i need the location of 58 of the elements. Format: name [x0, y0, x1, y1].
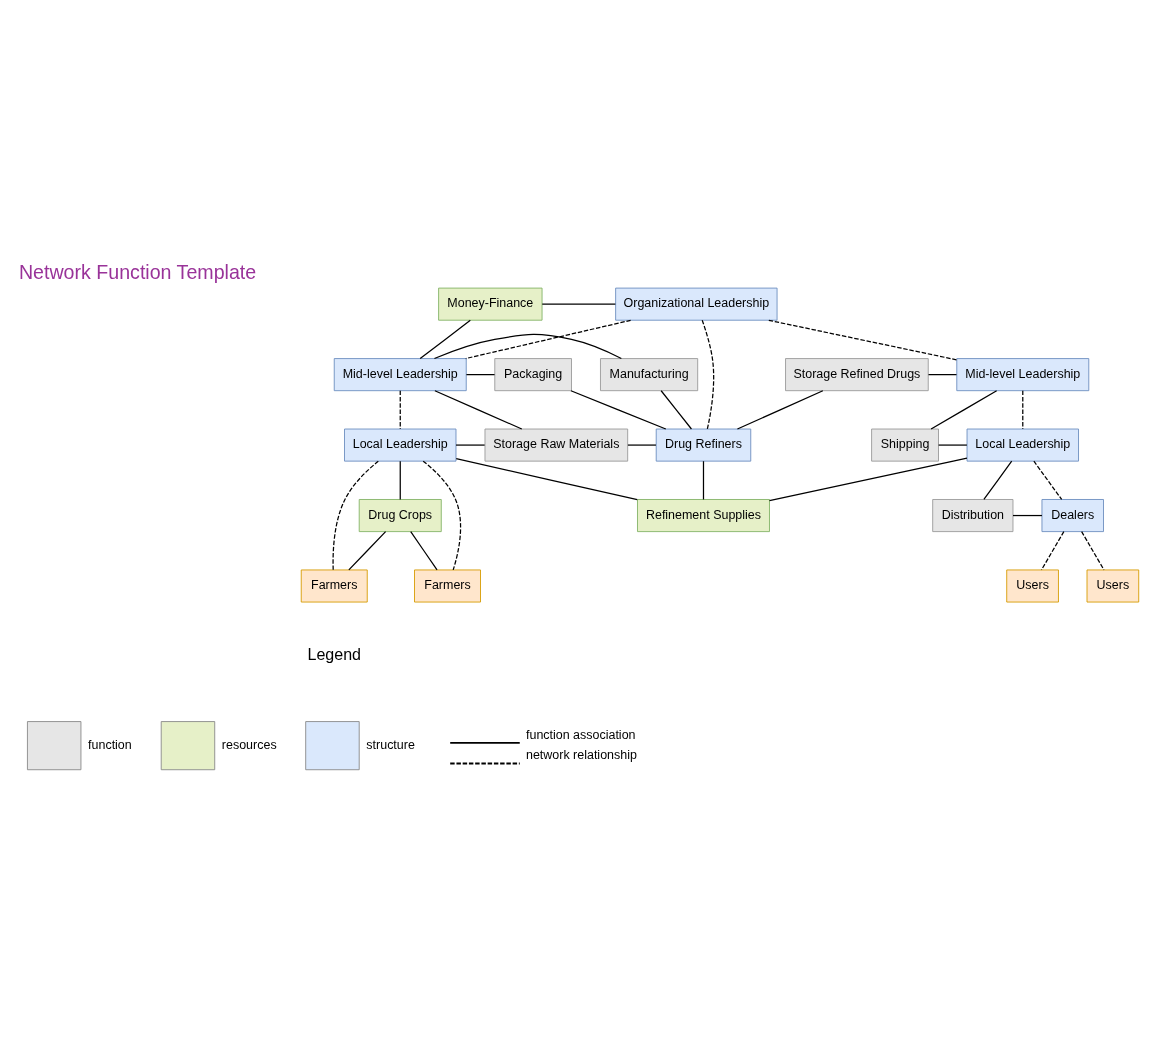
connector [399, 460, 401, 501]
label: Legend [307, 645, 362, 664]
node-box: Refinement Supplies [637, 499, 770, 533]
node-box: Storage Refined Drugs [785, 358, 929, 392]
connector [1033, 460, 1063, 501]
node-box: Farmers [300, 569, 368, 603]
connector [927, 374, 958, 376]
node-box: Distribution [932, 499, 1014, 533]
node-box: Drug Crops [358, 499, 442, 533]
connector [455, 458, 638, 501]
connector [1081, 531, 1105, 571]
connector [1022, 390, 1024, 430]
connector [455, 444, 486, 446]
connector [433, 333, 622, 360]
connector [983, 460, 1013, 501]
node-box: Storage Raw Materials [484, 428, 629, 462]
node-box: Packaging [494, 358, 572, 392]
connector [434, 390, 523, 430]
connector [660, 390, 693, 430]
connector [768, 457, 968, 502]
connector [701, 319, 715, 430]
legend-label: function [88, 737, 132, 752]
connector [1040, 531, 1065, 571]
connector [702, 460, 705, 501]
connector [465, 374, 496, 376]
connector [1012, 514, 1043, 517]
diagram-title: Network Function Template [18, 260, 257, 283]
node-box: Local Leadership [966, 428, 1079, 462]
node-box: Dealers [1041, 499, 1104, 533]
connector [348, 531, 387, 571]
connector [627, 444, 657, 446]
connector [736, 390, 824, 430]
node-box: Organizational Leadership [615, 287, 778, 321]
connector [332, 460, 379, 571]
connector [399, 390, 401, 430]
connector [570, 390, 667, 430]
node-box: Local Leadership [344, 428, 457, 462]
node-box: Shipping [871, 428, 939, 462]
connector [938, 444, 968, 446]
node-box: Mid-level Leadership [956, 358, 1090, 392]
node-box: Users [1086, 569, 1140, 603]
connector [410, 531, 438, 571]
legend-label: function association [526, 727, 636, 742]
legend-label: resources [221, 737, 277, 752]
node-box: Money-Finance [438, 287, 543, 321]
node-box: Users [1006, 569, 1059, 603]
legend-label: structure [366, 737, 415, 752]
node-box: Mid-level Leadership [333, 358, 467, 392]
connector [422, 460, 462, 571]
node-box: Farmers [414, 569, 481, 603]
connector [419, 319, 471, 360]
connector [930, 390, 998, 430]
connector [768, 319, 958, 361]
connector [541, 303, 616, 305]
connector [465, 319, 632, 360]
legend-label: network relationship [526, 748, 637, 763]
node-box: Manufacturing [600, 358, 699, 392]
node-box: Drug Refiners [655, 428, 752, 462]
